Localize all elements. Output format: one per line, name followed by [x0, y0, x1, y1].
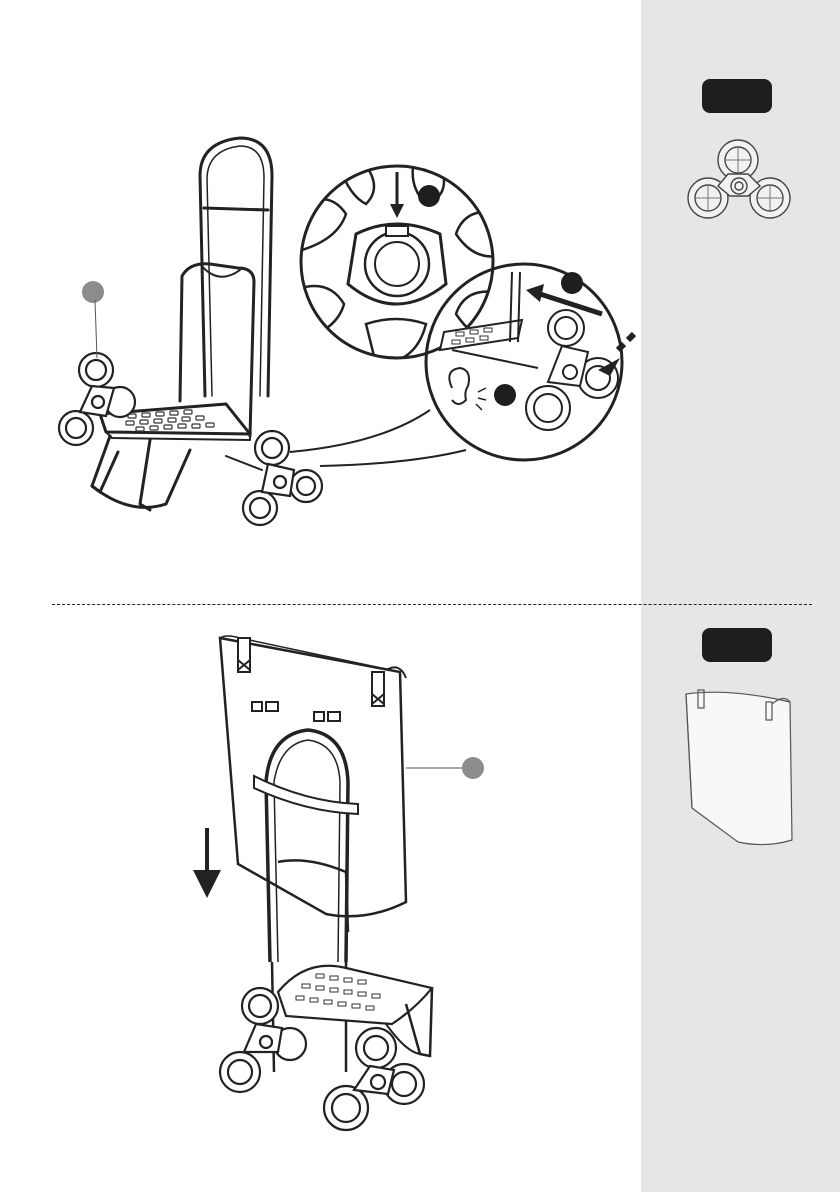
slide-down-arrow-icon: [190, 828, 224, 900]
part-badge-wheels: [702, 79, 772, 113]
wheel-attach-detail-zoom: [422, 262, 626, 462]
part-callout-bag: [462, 757, 484, 779]
step-callout-2: [561, 272, 583, 294]
part-badge-bag: [702, 628, 772, 662]
trolley-frame-illustration: [40, 136, 340, 536]
callout-leader-line: [92, 300, 102, 360]
bag-trolley-illustration: [186, 632, 456, 1136]
three-wheel-cluster-icon: [686, 136, 792, 222]
section-divider: [52, 604, 812, 605]
step-callout-1: [418, 185, 440, 207]
bag-callout-leader-line: [406, 760, 466, 776]
step-callout-3: [494, 384, 516, 406]
shopping-bag-icon: [680, 684, 800, 848]
